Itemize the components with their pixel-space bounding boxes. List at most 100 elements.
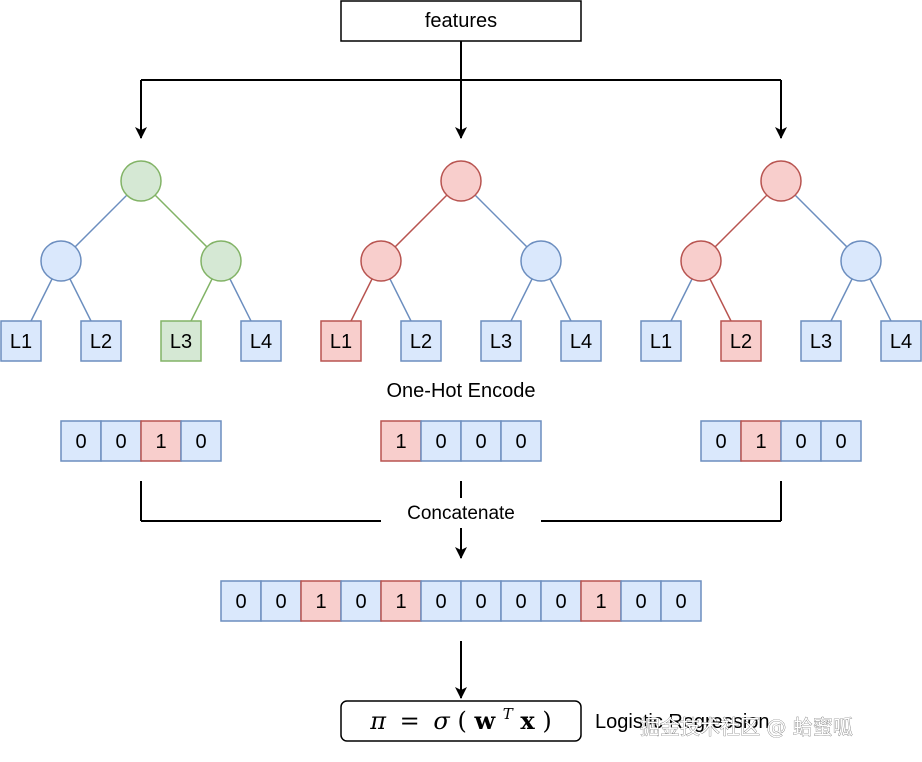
leaf-label: L4: [890, 331, 912, 353]
formula-open-paren: (: [457, 707, 466, 735]
cell-value: 1: [395, 591, 406, 613]
cell-value: 0: [635, 591, 646, 613]
vector-cell: 0: [220, 580, 262, 622]
tree-left-node: [360, 240, 402, 282]
concatenate-connector: [140, 481, 782, 559]
vector-cell: 1: [300, 580, 342, 622]
cell-value: 0: [195, 431, 206, 453]
cell-value: 0: [515, 431, 526, 453]
vector-cell: 1: [380, 580, 422, 622]
vector-cell: 0: [660, 580, 702, 622]
cell-value: 1: [315, 591, 326, 613]
tree-leaf: L2: [720, 320, 762, 362]
tree-leaf: L4: [560, 320, 602, 362]
tree-right-node: [840, 240, 882, 282]
vector-cell: 0: [460, 580, 502, 622]
vector-cell: 0: [620, 580, 662, 622]
tree-right-node: [520, 240, 562, 282]
tree-root-node: [120, 160, 162, 202]
leaf-label: L4: [250, 331, 272, 353]
tree-leaf: L1: [0, 320, 42, 362]
leaf-label: L1: [650, 331, 672, 353]
one-hot-vectors: 0 0 1 0 1 0 0 0 0 1 0 0: [60, 420, 862, 462]
feature-arrows: [135, 41, 787, 139]
cell-value: 0: [355, 591, 366, 613]
leaf-label: L2: [410, 331, 432, 353]
one-hot-vector-3: 0 1 0 0: [700, 420, 862, 462]
vector-cell: 0: [500, 420, 542, 462]
tree-leaf: L2: [400, 320, 442, 362]
tree-3: L1 L2 L3 L4: [640, 160, 922, 362]
leaf-label: L3: [810, 331, 832, 353]
vector-cell: 0: [500, 580, 542, 622]
vector-cell: 0: [460, 420, 502, 462]
cell-value: 0: [115, 431, 126, 453]
tree-root-node: [440, 160, 482, 202]
tree-leaf: L3: [800, 320, 842, 362]
vector-cell: 0: [180, 420, 222, 462]
vector-cell: 0: [60, 420, 102, 462]
cell-value: 0: [675, 591, 686, 613]
tree-leaf: L2: [80, 320, 122, 362]
cell-value: 1: [155, 431, 166, 453]
formula-pi: π: [369, 707, 387, 735]
tree-leaf: L3: [480, 320, 522, 362]
one-hot-vector-2: 1 0 0 0: [380, 420, 542, 462]
features-label: features: [425, 10, 497, 32]
cell-value: 1: [595, 591, 606, 613]
cell-value: 0: [435, 591, 446, 613]
tree-root-node: [760, 160, 802, 202]
leaf-label: L4: [570, 331, 592, 353]
formula-x: x: [520, 706, 535, 735]
formula: π = σ ( w T x ): [369, 697, 552, 735]
tree-left-node: [40, 240, 82, 282]
vector-cell: 1: [580, 580, 622, 622]
tree-ensemble: L1 L2 L3 L4 L1 L2 L3 L4 L1 L2 L3 L4: [0, 160, 922, 362]
vector-cell: 1: [740, 420, 782, 462]
cell-value: 0: [75, 431, 86, 453]
vector-cell: 0: [100, 420, 142, 462]
vector-cell: 0: [540, 580, 582, 622]
formula-w: w: [473, 706, 496, 735]
tree-leaf: L1: [640, 320, 682, 362]
cell-value: 1: [395, 431, 406, 453]
leaf-label: L3: [170, 331, 192, 353]
formula-close-paren: ): [542, 707, 551, 735]
cell-value: 0: [555, 591, 566, 613]
cell-value: 1: [755, 431, 766, 453]
logistic-regression-label: Logistic Regression: [595, 711, 770, 733]
formula-box: π = σ ( w T x ): [340, 697, 582, 742]
leaf-label: L1: [10, 331, 32, 353]
tree-1: L1 L2 L3 L4: [0, 160, 282, 362]
cell-value: 0: [475, 431, 486, 453]
formula-eq: =: [400, 707, 420, 735]
one-hot-encode-label: One-Hot Encode: [387, 380, 536, 402]
one-hot-vector-1: 0 0 1 0: [60, 420, 222, 462]
vector-cell: 0: [820, 420, 862, 462]
tree-2: L1 L2 L3 L4: [320, 160, 602, 362]
cell-value: 0: [275, 591, 286, 613]
tree-right-node: [200, 240, 242, 282]
cell-value: 0: [715, 431, 726, 453]
tree-leaf: L4: [240, 320, 282, 362]
leaf-label: L1: [330, 331, 352, 353]
vector-cell: 0: [780, 420, 822, 462]
vector-cell: 0: [260, 580, 302, 622]
vector-cell: 0: [420, 580, 462, 622]
cell-value: 0: [795, 431, 806, 453]
features-box: features: [340, 0, 582, 42]
vector-cell: 1: [380, 420, 422, 462]
formula-sigma: σ: [433, 707, 450, 735]
tree-leaf: L1: [320, 320, 362, 362]
vector-cell: 0: [340, 580, 382, 622]
cell-value: 0: [235, 591, 246, 613]
leaf-label: L3: [490, 331, 512, 353]
vector-cell: 0: [420, 420, 462, 462]
cell-value: 0: [835, 431, 846, 453]
tree-leaf: L4: [880, 320, 922, 362]
tree-left-node: [680, 240, 722, 282]
cell-value: 0: [435, 431, 446, 453]
concatenate-label: Concatenate: [407, 503, 515, 524]
